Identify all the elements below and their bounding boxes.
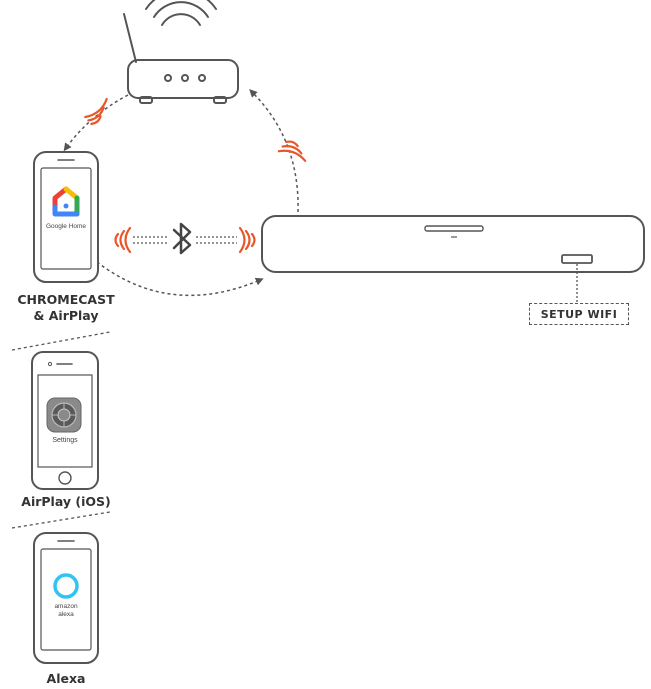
bluetooth-link <box>133 236 237 244</box>
alexa-label: Alexa <box>46 671 86 686</box>
router-icon <box>123 13 239 104</box>
signal-waves <box>84 97 307 254</box>
google-home-app-label: Google Home <box>45 223 87 230</box>
setup-wifi-button-label: SETUP WIFI <box>529 303 629 325</box>
wifi-icon <box>145 0 217 26</box>
section-divider <box>11 511 111 529</box>
chromecast-label: CHROMECAST & AirPlay <box>17 292 115 323</box>
alexa-logo <box>53 573 79 599</box>
bluetooth-icon <box>172 222 192 255</box>
airplay-ios-label: AirPlay (iOS) <box>21 494 111 509</box>
google-home-logo <box>52 186 80 217</box>
section-divider <box>11 331 111 351</box>
alexa-app-label: amazon alexa <box>54 603 78 618</box>
settings-app-label: Settings <box>52 437 78 444</box>
smartphone-icon <box>33 151 99 283</box>
soundbar-icon <box>261 215 645 273</box>
settings-app-icon <box>46 397 82 433</box>
